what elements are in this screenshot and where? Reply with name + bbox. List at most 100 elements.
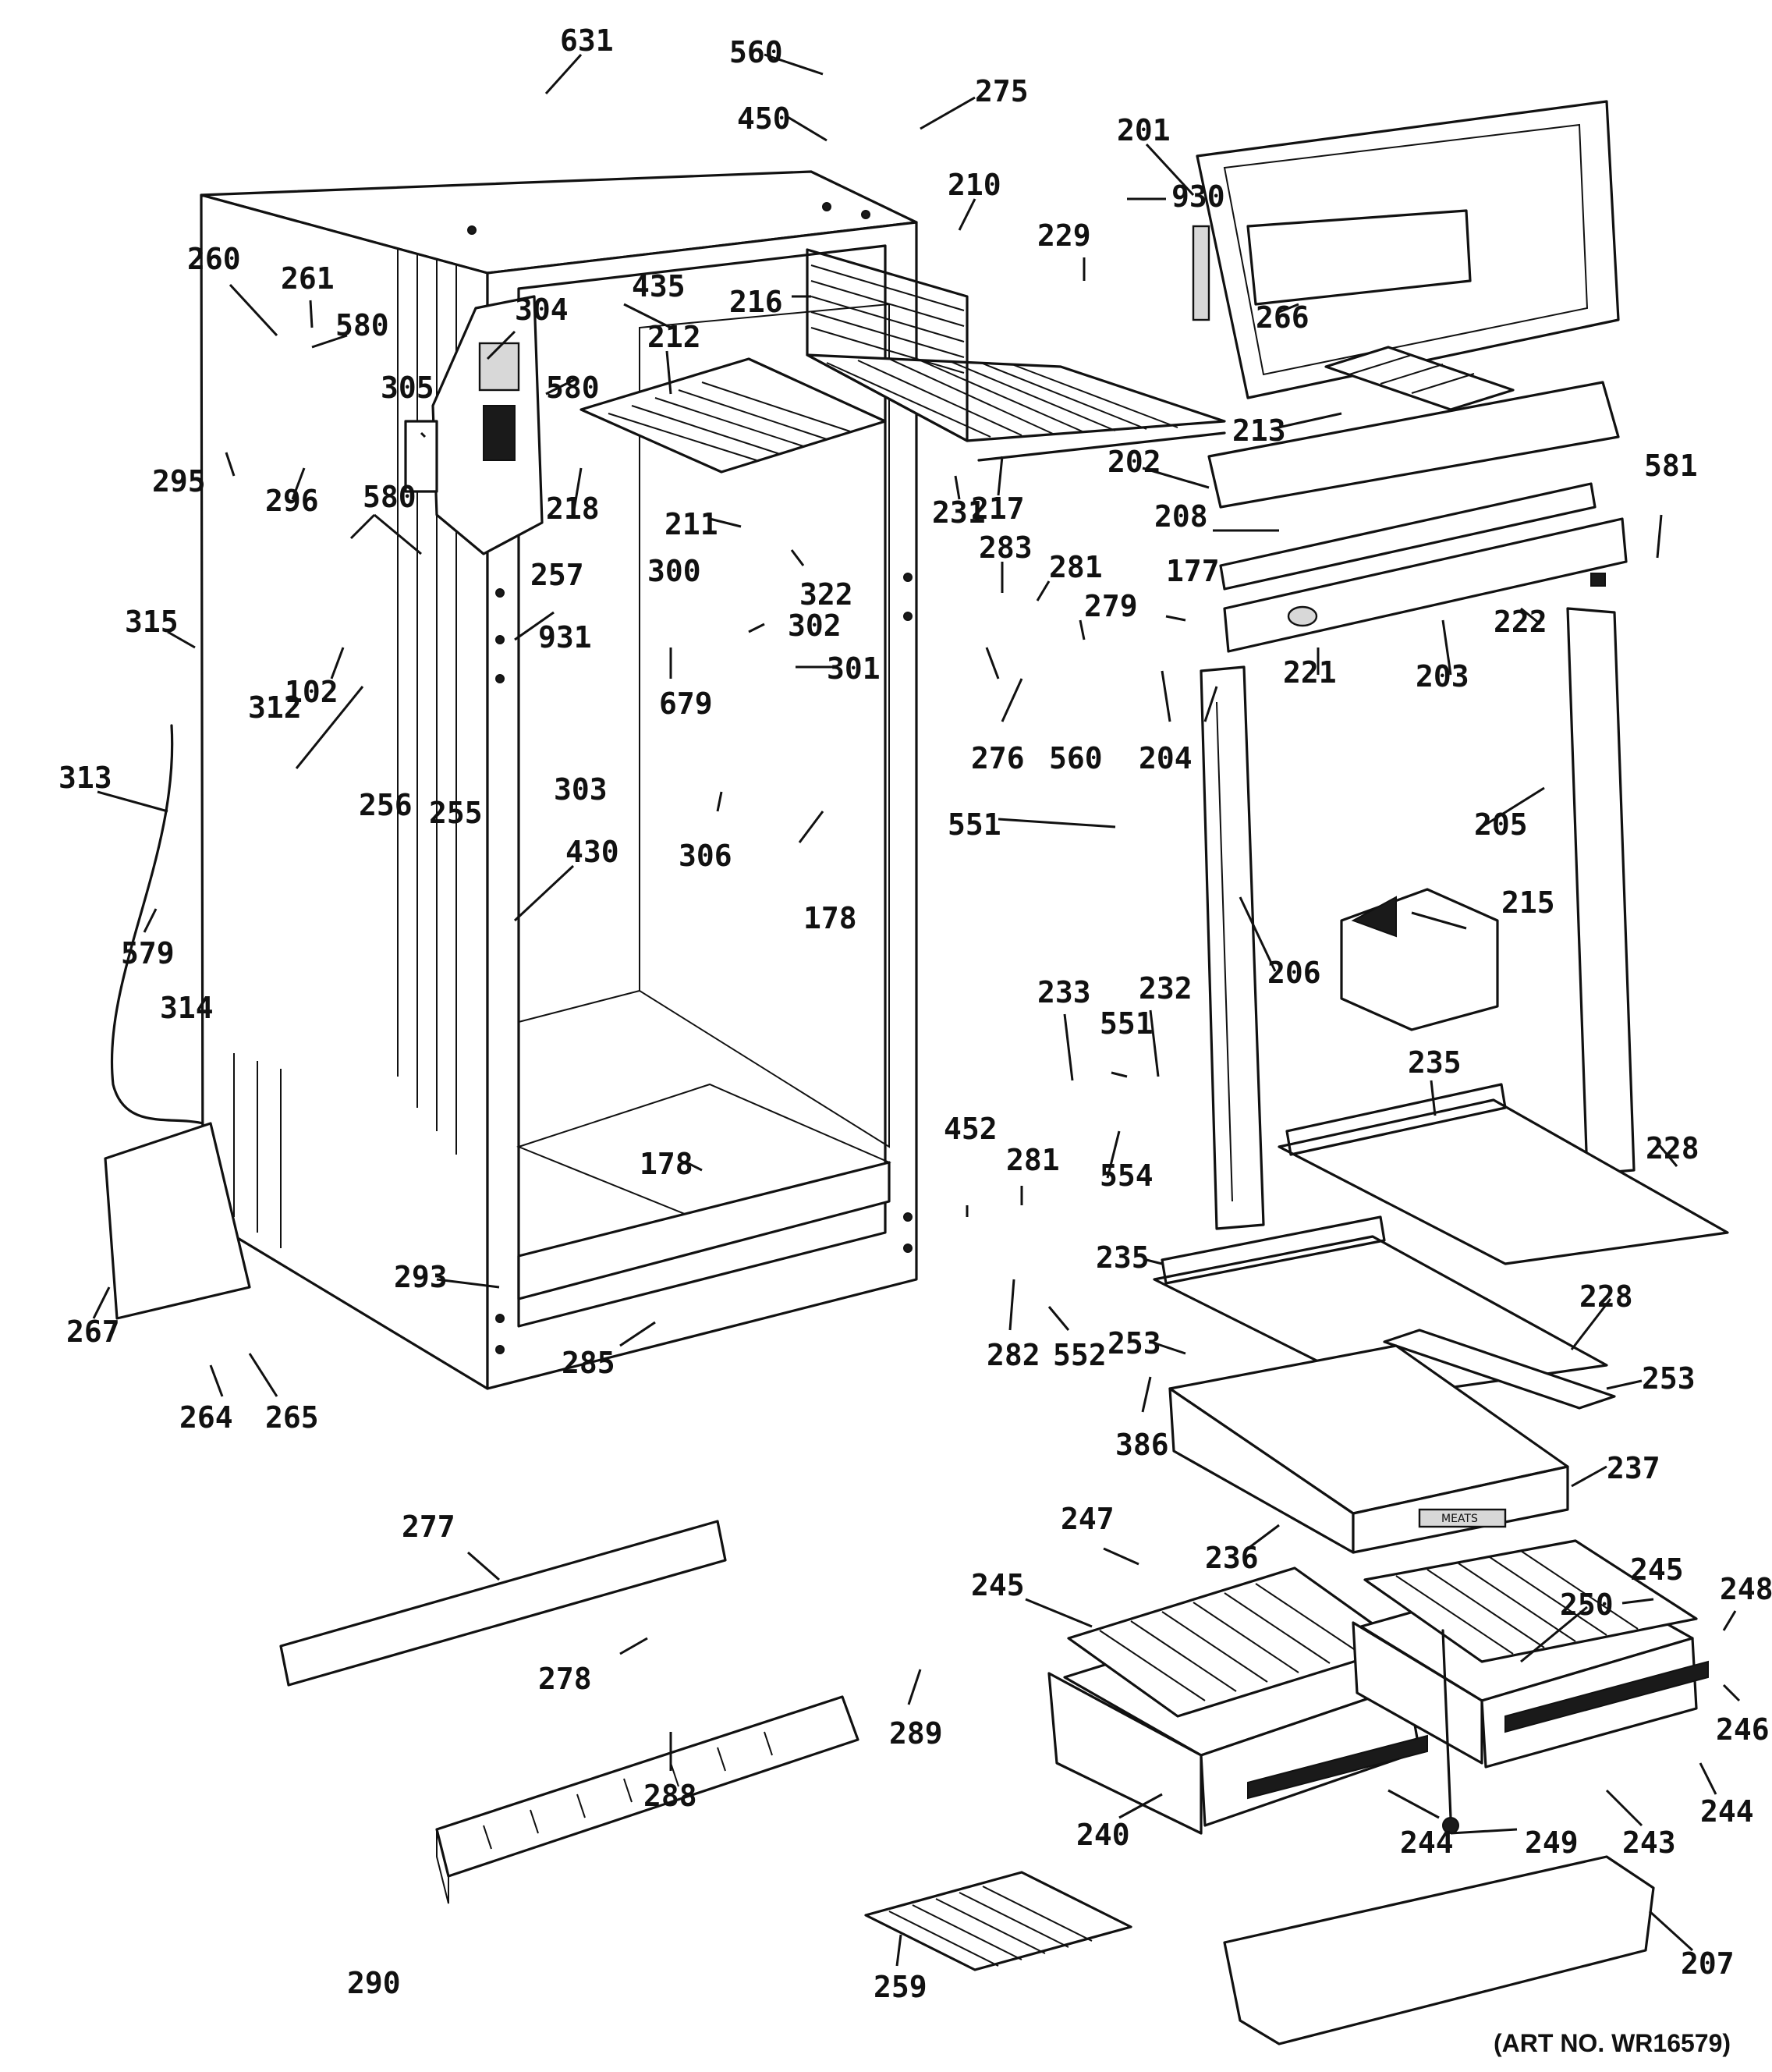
callout: 289 — [889, 1716, 943, 1751]
callout: 306 — [679, 839, 732, 873]
callout: 207 — [1681, 1946, 1735, 1981]
drawer-label: MEATS — [1441, 1513, 1478, 1525]
callout: 213 — [1232, 413, 1286, 448]
callout: 300 — [647, 554, 701, 588]
callout: 560 — [729, 35, 783, 69]
callout: 253 — [1642, 1361, 1696, 1396]
control-housing — [404, 295, 544, 555]
callout: 279 — [1084, 589, 1138, 623]
callout: 552 — [1053, 1338, 1107, 1372]
callout: 679 — [659, 687, 713, 721]
callout: 253 — [1108, 1326, 1161, 1361]
callout: 579 — [121, 936, 175, 970]
callout: 215 — [1501, 885, 1555, 920]
callout: 228 — [1646, 1131, 1699, 1166]
callout: 313 — [58, 761, 112, 795]
left-door-stile — [1200, 665, 1265, 1230]
art-number: (ART NO. WR16579) — [1494, 2029, 1731, 2057]
right-door-stile — [1566, 607, 1636, 1176]
callout: 260 — [187, 242, 241, 276]
callout: 249 — [1525, 1825, 1579, 1860]
callout: 283 — [979, 530, 1033, 565]
callout: 288 — [643, 1779, 697, 1813]
callout: 217 — [971, 491, 1025, 526]
callout: 246 — [1716, 1712, 1770, 1747]
callout: 221 — [1283, 655, 1337, 690]
callout: 222 — [1494, 605, 1547, 639]
callout: 276 — [971, 741, 1025, 775]
callout: 930 — [1171, 179, 1225, 214]
callout: 244 — [1400, 1825, 1454, 1860]
callout: 322 — [799, 577, 853, 612]
callout: 281 — [1006, 1143, 1060, 1177]
callout: 296 — [265, 484, 319, 518]
callout: 275 — [975, 74, 1029, 108]
callout: 277 — [402, 1510, 455, 1544]
callout: 314 — [160, 991, 214, 1025]
callout: 386 — [1115, 1428, 1169, 1462]
callout: 435 — [632, 269, 686, 303]
callout: 232 — [1139, 971, 1193, 1006]
leader-lines — [92, 53, 1741, 1967]
meat-drawer: MEATS — [1168, 1344, 1569, 1554]
callout: 235 — [1408, 1045, 1462, 1080]
callout: 201 — [1117, 113, 1171, 147]
callout: 243 — [1622, 1825, 1676, 1860]
callout: 580 — [363, 480, 416, 514]
callout: 278 — [538, 1662, 592, 1696]
callout-numbers: 631 560 450 275 201 930 210 229 260 261 … — [58, 23, 1772, 2004]
cabinet — [200, 170, 918, 1390]
callout: 216 — [729, 285, 783, 319]
callout: 295 — [152, 464, 206, 498]
callout: 247 — [1061, 1502, 1115, 1536]
shelf-215 — [1340, 888, 1499, 1031]
filter-screen — [864, 1871, 1132, 1971]
callout: 203 — [1416, 659, 1469, 694]
callout: 581 — [1644, 449, 1698, 483]
callout: 250 — [1560, 1588, 1614, 1622]
callout: 231 — [932, 495, 986, 530]
callout: 580 — [335, 308, 389, 342]
callout: 285 — [562, 1346, 615, 1380]
callout: 293 — [394, 1260, 448, 1294]
callout: 281 — [1049, 550, 1103, 584]
callout: 931 — [538, 620, 592, 655]
callout: 304 — [515, 293, 569, 327]
callout: 218 — [546, 491, 600, 526]
callout: 430 — [565, 835, 619, 869]
callout: 452 — [944, 1112, 998, 1146]
bottom-rail — [279, 1520, 727, 1687]
callout: 178 — [640, 1147, 693, 1181]
callout: 229 — [1037, 218, 1091, 253]
door-bar — [1223, 1855, 1655, 2045]
callout: 580 — [546, 371, 600, 405]
callout: 205 — [1474, 807, 1528, 842]
callout: 245 — [971, 1568, 1025, 1602]
door-rail — [1223, 517, 1628, 653]
callout: 264 — [179, 1400, 233, 1435]
callout: 560 — [1049, 741, 1103, 775]
callout: 178 — [803, 901, 857, 935]
gasket-strip — [1219, 482, 1597, 591]
callout: 551 — [948, 807, 1001, 842]
crisper-cover-left — [1067, 1566, 1405, 1718]
front-grille — [435, 1695, 859, 1904]
callout: 177 — [1166, 554, 1220, 588]
callout: 265 — [265, 1400, 319, 1435]
callout: 248 — [1720, 1572, 1772, 1606]
freezer-door — [1192, 100, 1620, 509]
callout: 554 — [1100, 1158, 1154, 1193]
callout: 255 — [429, 796, 483, 830]
callout: 102 — [285, 675, 338, 709]
callout: 301 — [827, 651, 881, 686]
callout: 233 — [1037, 975, 1091, 1009]
callout: 303 — [554, 772, 608, 807]
callout: 256 — [359, 788, 413, 822]
callout: 210 — [948, 168, 1001, 202]
callout: 282 — [987, 1338, 1040, 1372]
callout: 202 — [1108, 445, 1161, 479]
callout: 235 — [1096, 1240, 1150, 1275]
callout: 240 — [1076, 1818, 1130, 1852]
callout: 631 — [560, 23, 614, 58]
